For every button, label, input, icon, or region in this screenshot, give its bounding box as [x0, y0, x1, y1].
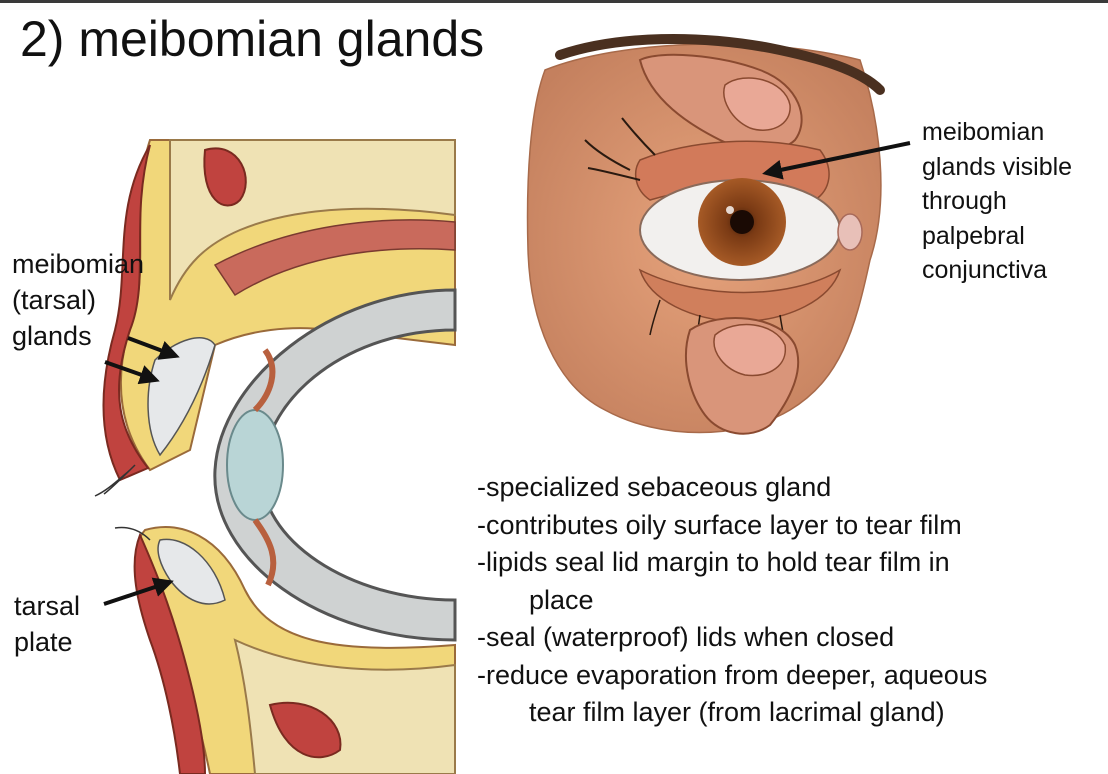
label-meibomian-tarsal-glands: meibomian (tarsal) glands: [12, 246, 144, 354]
upper-fingernail: [723, 77, 791, 131]
pupil-highlight: [726, 206, 734, 214]
upper-eyelashes: [94, 464, 136, 497]
label-line: glands visible: [922, 152, 1073, 181]
lower-tarsal-gland: [157, 538, 226, 605]
arrow-meibomian-glands-lower: [104, 360, 160, 385]
arrow-meibomian-glands-upper: [127, 336, 180, 360]
bullet-item: -specialized sebaceous gland: [477, 472, 832, 502]
eyelid-cross-section-illustration: [94, 139, 457, 774]
label-glands-visible: meibomian glands visible through palpebr…: [922, 115, 1072, 288]
label-line: (tarsal): [12, 285, 97, 315]
bullet-item: -lipids seal lid margin to hold tear fil…: [477, 547, 950, 577]
bullet-item: -reduce evaporation from deeper, aqueous: [477, 659, 988, 690]
lower-bone-cavity: [268, 701, 342, 759]
slide-title: 2) meibomian glands: [20, 11, 485, 67]
label-line: glands: [12, 321, 92, 351]
ciliary-body-upper: [252, 348, 276, 413]
arrow-glands-visible: [762, 141, 911, 180]
label-line: tarsal: [14, 591, 81, 621]
bullet-continuation: place: [529, 584, 594, 615]
label-line: palpebral: [922, 221, 1025, 250]
upper-muscle-band: [213, 219, 456, 297]
bullet-continuation: tear film layer (from lacrimal gland): [529, 697, 945, 727]
upper-lashes: [584, 117, 656, 181]
bullet-item: -seal (waterproof) lids when closed: [477, 622, 895, 652]
lower-eyelid: [638, 268, 842, 323]
upper-bone-cavity: [203, 147, 247, 207]
top-rule: [0, 0, 1108, 3]
label-tarsal-plate: tarsal plate: [14, 588, 80, 660]
label-line: meibomian: [12, 249, 145, 279]
ciliary-body-lower: [252, 518, 277, 587]
upper-tarsal-gland: [147, 337, 216, 457]
pupil: [730, 210, 754, 234]
bullet-item: -contributes oily surface layer to tear …: [477, 509, 962, 540]
arrow-tarsal-plate: [103, 577, 174, 606]
lens: [226, 409, 284, 521]
caruncle: [837, 213, 863, 251]
lower-fingernail: [713, 323, 786, 377]
label-line: plate: [14, 627, 73, 657]
eyebrow: [555, 34, 885, 95]
label-line: through: [922, 187, 1007, 215]
label-line: conjunctiva: [922, 256, 1048, 284]
label-line: meibomian: [922, 118, 1045, 146]
lower-eyelashes: [114, 526, 151, 541]
everted-eyelid-illustration: [526, 34, 885, 435]
bullet-list: -specialized sebaceous gland -contribute…: [477, 469, 987, 732]
